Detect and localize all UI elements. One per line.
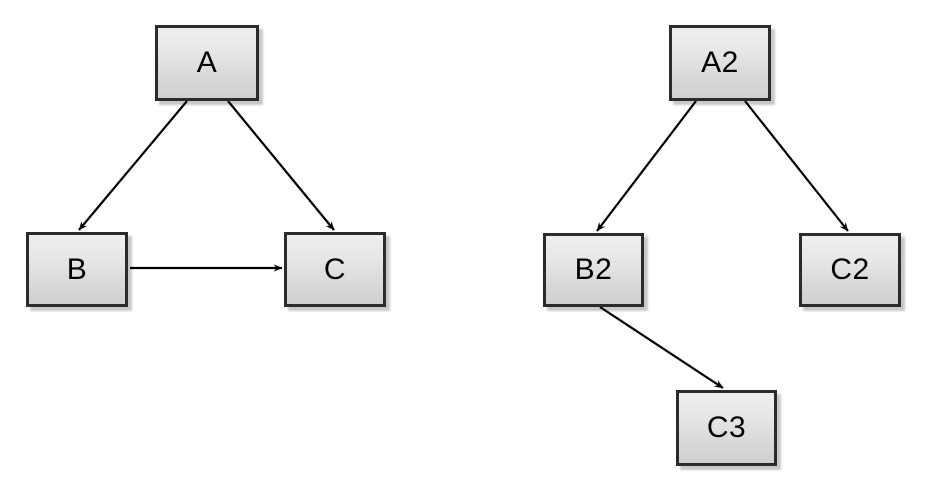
node-a-label: A bbox=[196, 46, 218, 79]
node-a[interactable]: A bbox=[155, 25, 259, 101]
node-c-label: C bbox=[323, 252, 347, 286]
node-b[interactable]: B bbox=[26, 232, 128, 307]
edge-a-to-b bbox=[78, 100, 188, 231]
edge-b2-to-c3 bbox=[599, 306, 724, 389]
node-c[interactable]: C bbox=[284, 232, 386, 307]
edge-a-to-c bbox=[227, 100, 335, 231]
node-b2[interactable]: B2 bbox=[543, 233, 644, 307]
node-b2-label: B2 bbox=[574, 253, 613, 286]
node-a2-label: A2 bbox=[701, 46, 739, 79]
edge-a2-to-b2 bbox=[596, 100, 697, 232]
edge-a2-to-c2 bbox=[744, 100, 849, 232]
node-b-label: B bbox=[66, 252, 88, 286]
node-c2[interactable]: C2 bbox=[799, 233, 901, 307]
node-a2[interactable]: A2 bbox=[669, 25, 771, 101]
node-c2-label: C2 bbox=[830, 253, 870, 286]
node-c3-label: C3 bbox=[706, 411, 747, 444]
node-c3[interactable]: C3 bbox=[676, 390, 777, 466]
